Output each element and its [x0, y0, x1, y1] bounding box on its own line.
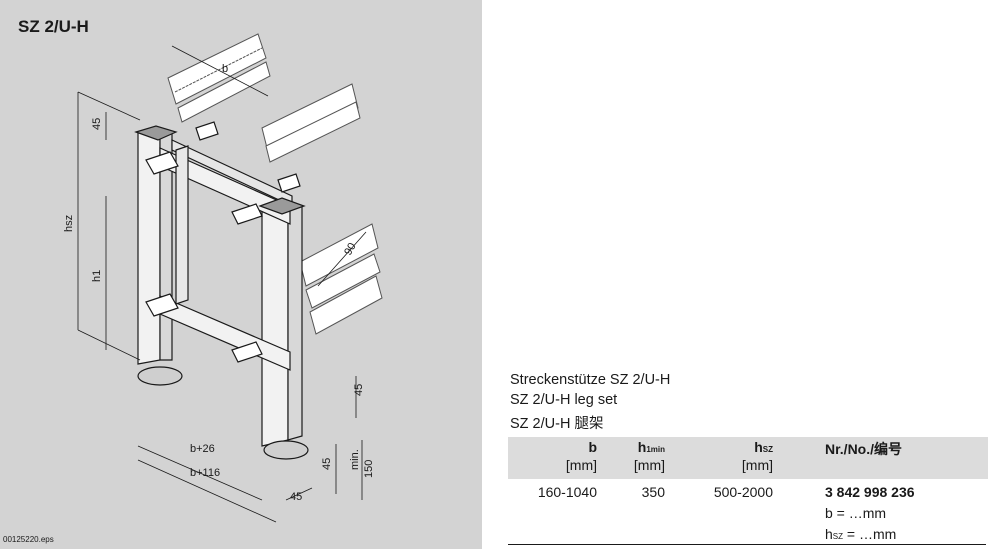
dim-b-plus-116: b+116: [190, 467, 220, 479]
dim-45-top: 45: [91, 118, 103, 130]
dim-hsz: hsz: [63, 215, 75, 232]
spec-table: b [mm] h1min [mm] hSZ [mm] Nr./No./编号 16…: [508, 437, 988, 542]
leg-frame: [134, 121, 309, 460]
dim-min: min.: [349, 449, 361, 470]
cell-hsz: 500-2000: [713, 484, 773, 500]
header-b-unit: [mm]: [565, 457, 597, 473]
header-b: b [mm]: [508, 437, 601, 479]
header-hsz-sub: SZ: [762, 445, 773, 454]
dimension-lines: [77, 45, 367, 523]
cell-h1: 350: [641, 484, 665, 500]
dim-b: b: [222, 63, 228, 75]
lower-belt-strips: [299, 223, 383, 335]
upper-belt-strips: [167, 33, 361, 163]
dim-b-plus-26: b+26: [190, 443, 215, 455]
description-zh: SZ 2/U-H 腿架: [510, 416, 604, 432]
header-h1-unit: [mm]: [633, 457, 665, 473]
dim-45-bottom: 45: [290, 491, 302, 503]
header-h1-label: h: [637, 439, 647, 455]
header-h1: h1min [mm]: [601, 437, 669, 479]
header-h1-sub: 1min: [646, 445, 665, 454]
header-hsz-unit: [mm]: [741, 457, 773, 473]
description-de: Streckenstütze SZ 2/U-H: [510, 372, 671, 388]
note-hsz: hSZ = …mm: [825, 526, 984, 542]
note-hsz-suffix: = …mm: [843, 526, 897, 542]
product-title: SZ 2/U-H: [18, 17, 89, 36]
dim-45-right: 45: [353, 384, 365, 396]
header-nr-label: Nr./No./编号: [825, 441, 903, 457]
drawing-panel: 45 hsz h1 b 90 45 b+26 b+116 45 45 min. …: [0, 0, 482, 549]
table-row: 160-1040 350 500-2000 3 842 998 236 b = …: [508, 479, 988, 542]
header-hsz: hSZ [mm]: [669, 437, 777, 479]
leg-set-drawing: 45 hsz h1 b 90 45 b+26 b+116 45 45 min. …: [63, 33, 383, 523]
header-b-label: b: [588, 439, 597, 455]
dim-h1: h1: [91, 270, 103, 282]
note-b: b = …mm: [825, 505, 887, 521]
table-header-row: b [mm] h1min [mm] hSZ [mm] Nr./No./编号: [508, 437, 988, 479]
note-hsz-sub: SZ: [832, 532, 844, 541]
dim-45-foot: 45: [321, 458, 333, 470]
part-number: 3 842 998 236: [825, 484, 915, 500]
header-hsz-label: h: [754, 439, 763, 455]
dim-150: 150: [363, 460, 375, 478]
header-nr: Nr./No./编号: [777, 437, 988, 479]
cell-b: 160-1040: [537, 484, 597, 500]
file-label: 00125220.eps: [3, 535, 54, 544]
description-en: SZ 2/U-H leg set: [510, 392, 618, 408]
cell-nr: 3 842 998 236 b = …mm hSZ = …mm: [777, 479, 988, 542]
note-hsz-prefix: h: [825, 526, 833, 542]
bottom-rule: [508, 544, 986, 545]
dim-90: 90: [342, 241, 359, 258]
